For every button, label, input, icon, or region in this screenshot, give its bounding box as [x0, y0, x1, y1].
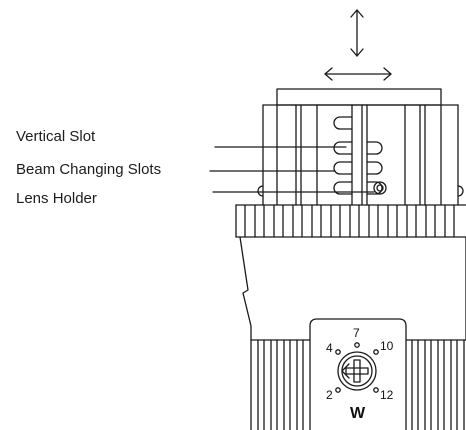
beam-changing-slot-upper — [333, 141, 383, 155]
dial-mark-10: 10 — [380, 339, 394, 353]
dial-dot-10 — [373, 349, 379, 355]
lens-holder-label: Lens Holder — [16, 190, 97, 207]
lens-holder — [333, 181, 387, 195]
vertical-slot — [333, 116, 353, 130]
dial-mark-4: 4 — [326, 341, 333, 355]
dial-mark-7: 7 — [353, 326, 360, 340]
body-outline — [239, 236, 466, 341]
dial-mark-12: 12 — [380, 388, 394, 402]
upper-housing — [262, 104, 459, 206]
dial-letter: W — [350, 405, 366, 422]
dial-dot-2 — [335, 387, 341, 393]
dial-dot-7 — [354, 342, 360, 348]
right-clip — [457, 185, 464, 197]
vertical-arrow-icon — [350, 9, 364, 57]
upper-fin-band — [235, 204, 466, 238]
horizontal-arrow-icon — [324, 67, 392, 81]
dial-dot-4 — [335, 349, 341, 355]
selector-dial-icon — [337, 351, 377, 391]
dial-mark-2: 2 — [326, 388, 333, 402]
dial-dot-12 — [373, 387, 379, 393]
left-clip — [257, 185, 264, 197]
slot-plate — [351, 104, 368, 206]
vertical-slot-label: Vertical Slot — [16, 128, 96, 145]
beam-changing-slot-lower — [333, 161, 383, 175]
beam-changing-slots-label: Beam Changing Slots — [16, 161, 162, 178]
top-cap — [276, 88, 442, 106]
